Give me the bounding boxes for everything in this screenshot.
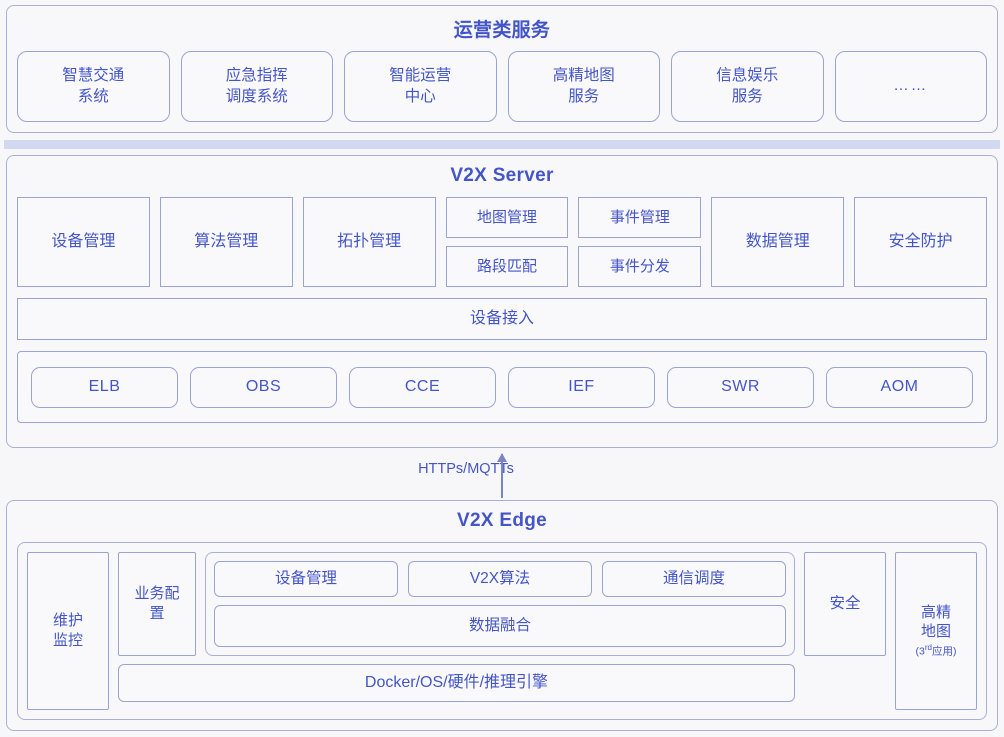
section-divider <box>4 140 1000 149</box>
operations-services-row: 智慧交通系统 应急指挥调度系统 智能运营中心 高精地图服务 信息娱乐服务 …… <box>17 51 987 122</box>
connector-up-arrow-icon <box>497 453 507 498</box>
v2x-edge-title: V2X Edge <box>456 510 548 531</box>
server-module-map-stack: 地图管理 路段匹配 <box>445 197 569 287</box>
server-module-event-stack: 事件管理 事件分发 <box>578 197 702 287</box>
edge-functions-container: 设备管理 V2X算法 通信调度 数据融合 <box>205 552 795 656</box>
edge-center-column: 业务配置 设备管理 V2X算法 通信调度 数据融合 Docker/OS/硬件/推… <box>118 552 795 710</box>
ops-item-intelligent-operations-center[interactable]: 智能运营中心 <box>344 51 497 122</box>
server-module-topology-management[interactable]: 拓扑管理 <box>302 197 436 287</box>
server-module-device-management[interactable]: 设备管理 <box>17 197 150 287</box>
server-cloud-services-row: ELB OBS CCE IEF SWR AOM <box>17 351 987 423</box>
cloud-service-elb[interactable]: ELB <box>31 366 178 408</box>
cloud-service-ief[interactable]: IEF <box>508 366 655 408</box>
edge-base-platform-bar[interactable]: Docker/OS/硬件/推理引擎 <box>118 664 795 702</box>
edge-functions-row: 设备管理 V2X算法 通信调度 <box>214 561 786 597</box>
server-module-map-management[interactable]: 地图管理 <box>445 197 569 238</box>
server-module-road-segment-matching[interactable]: 路段匹配 <box>445 246 569 287</box>
edge-center-top-row: 业务配置 设备管理 V2X算法 通信调度 数据融合 <box>118 552 795 656</box>
server-device-access-bar[interactable]: 设备接入 <box>17 298 987 340</box>
ops-item-hd-map-service[interactable]: 高精地图服务 <box>507 51 660 122</box>
server-module-security-protection[interactable]: 安全防护 <box>854 197 988 287</box>
connector-protocol-label: HTTPs/MQTTs <box>418 461 514 477</box>
v2x-edge-inner-container: 维护监控 业务配置 设备管理 V2X算法 通信调度 数据融合 Docker/OS… <box>17 542 987 720</box>
cloud-service-aom[interactable]: AOM <box>826 366 973 408</box>
edge-function-communication-scheduling[interactable]: 通信调度 <box>602 561 786 597</box>
server-module-event-management[interactable]: 事件管理 <box>578 197 702 238</box>
edge-hd-map-label: 高精地图 <box>920 603 951 641</box>
edge-function-v2x-algorithm[interactable]: V2X算法 <box>408 561 592 597</box>
edge-function-device-management[interactable]: 设备管理 <box>214 561 398 597</box>
edge-business-configuration[interactable]: 业务配置 <box>118 552 196 656</box>
server-module-event-distribution[interactable]: 事件分发 <box>578 246 702 287</box>
edge-function-data-fusion[interactable]: 数据融合 <box>214 605 786 647</box>
v2x-server-modules-row: 设备管理 算法管理 拓扑管理 地图管理 路段匹配 事件管理 事件分发 数据管理 … <box>17 197 988 287</box>
ops-item-emergency-dispatch[interactable]: 应急指挥调度系统 <box>180 51 333 122</box>
operations-services-title: 运营类服务 <box>453 20 551 41</box>
ops-item-infotainment-service[interactable]: 信息娱乐服务 <box>671 51 824 122</box>
server-module-algorithm-management[interactable]: 算法管理 <box>159 197 293 287</box>
hd-map-note-prefix: (3 <box>915 645 925 658</box>
operations-services-panel: 运营类服务 智慧交通系统 应急指挥调度系统 智能运营中心 高精地图服务 信息娱乐… <box>6 5 998 133</box>
ops-item-smart-traffic[interactable]: 智慧交通系统 <box>17 51 170 122</box>
v2x-edge-panel: V2X Edge 维护监控 业务配置 设备管理 V2X算法 通信调度 数据融合 <box>6 500 998 731</box>
cloud-service-obs[interactable]: OBS <box>190 366 337 408</box>
server-module-data-management[interactable]: 数据管理 <box>711 197 845 287</box>
edge-hd-map[interactable]: 高精地图 (3rd应用) <box>895 552 977 710</box>
edge-security[interactable]: 安全 <box>804 552 886 656</box>
cloud-service-swr[interactable]: SWR <box>667 366 814 408</box>
ops-item-more[interactable]: …… <box>834 51 987 122</box>
server-edge-connector: HTTPs/MQTTs <box>0 448 1004 500</box>
edge-maintenance-monitoring[interactable]: 维护监控 <box>27 552 109 710</box>
edge-hd-map-note: (3rd应用) <box>916 643 957 659</box>
hd-map-note-sup: rd <box>924 643 932 653</box>
cloud-service-cce[interactable]: CCE <box>349 366 496 408</box>
v2x-server-title: V2X Server <box>450 165 554 186</box>
v2x-server-panel: V2X Server 设备管理 算法管理 拓扑管理 地图管理 路段匹配 事件管理… <box>6 155 998 448</box>
hd-map-note-suffix: 应用) <box>931 645 957 658</box>
